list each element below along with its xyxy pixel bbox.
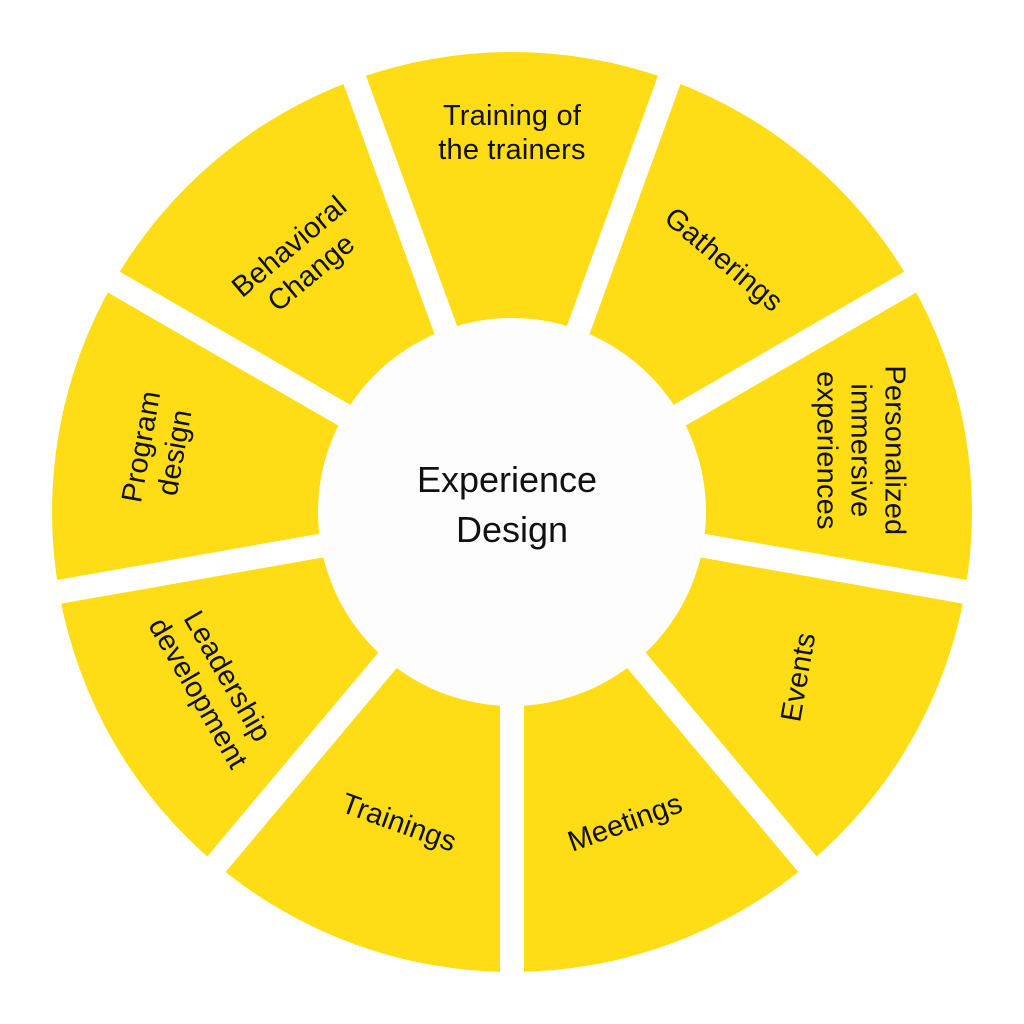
segment-label-line: Personalized bbox=[879, 365, 911, 535]
center-label-line-2: Design bbox=[456, 509, 568, 550]
wheel-segment bbox=[354, 51, 670, 512]
segment-label: Personalizedimmersiveexperiences bbox=[811, 365, 911, 535]
segment-label-line: experiences bbox=[811, 371, 843, 530]
center-label: Experience Design bbox=[417, 459, 607, 550]
center-circle bbox=[318, 318, 706, 706]
segment-label-line: the trainers bbox=[438, 134, 585, 166]
center-label-line-1: Experience bbox=[417, 459, 597, 500]
segment-label-line: immersive bbox=[845, 383, 877, 517]
segment-label-line: Training of bbox=[443, 100, 582, 132]
